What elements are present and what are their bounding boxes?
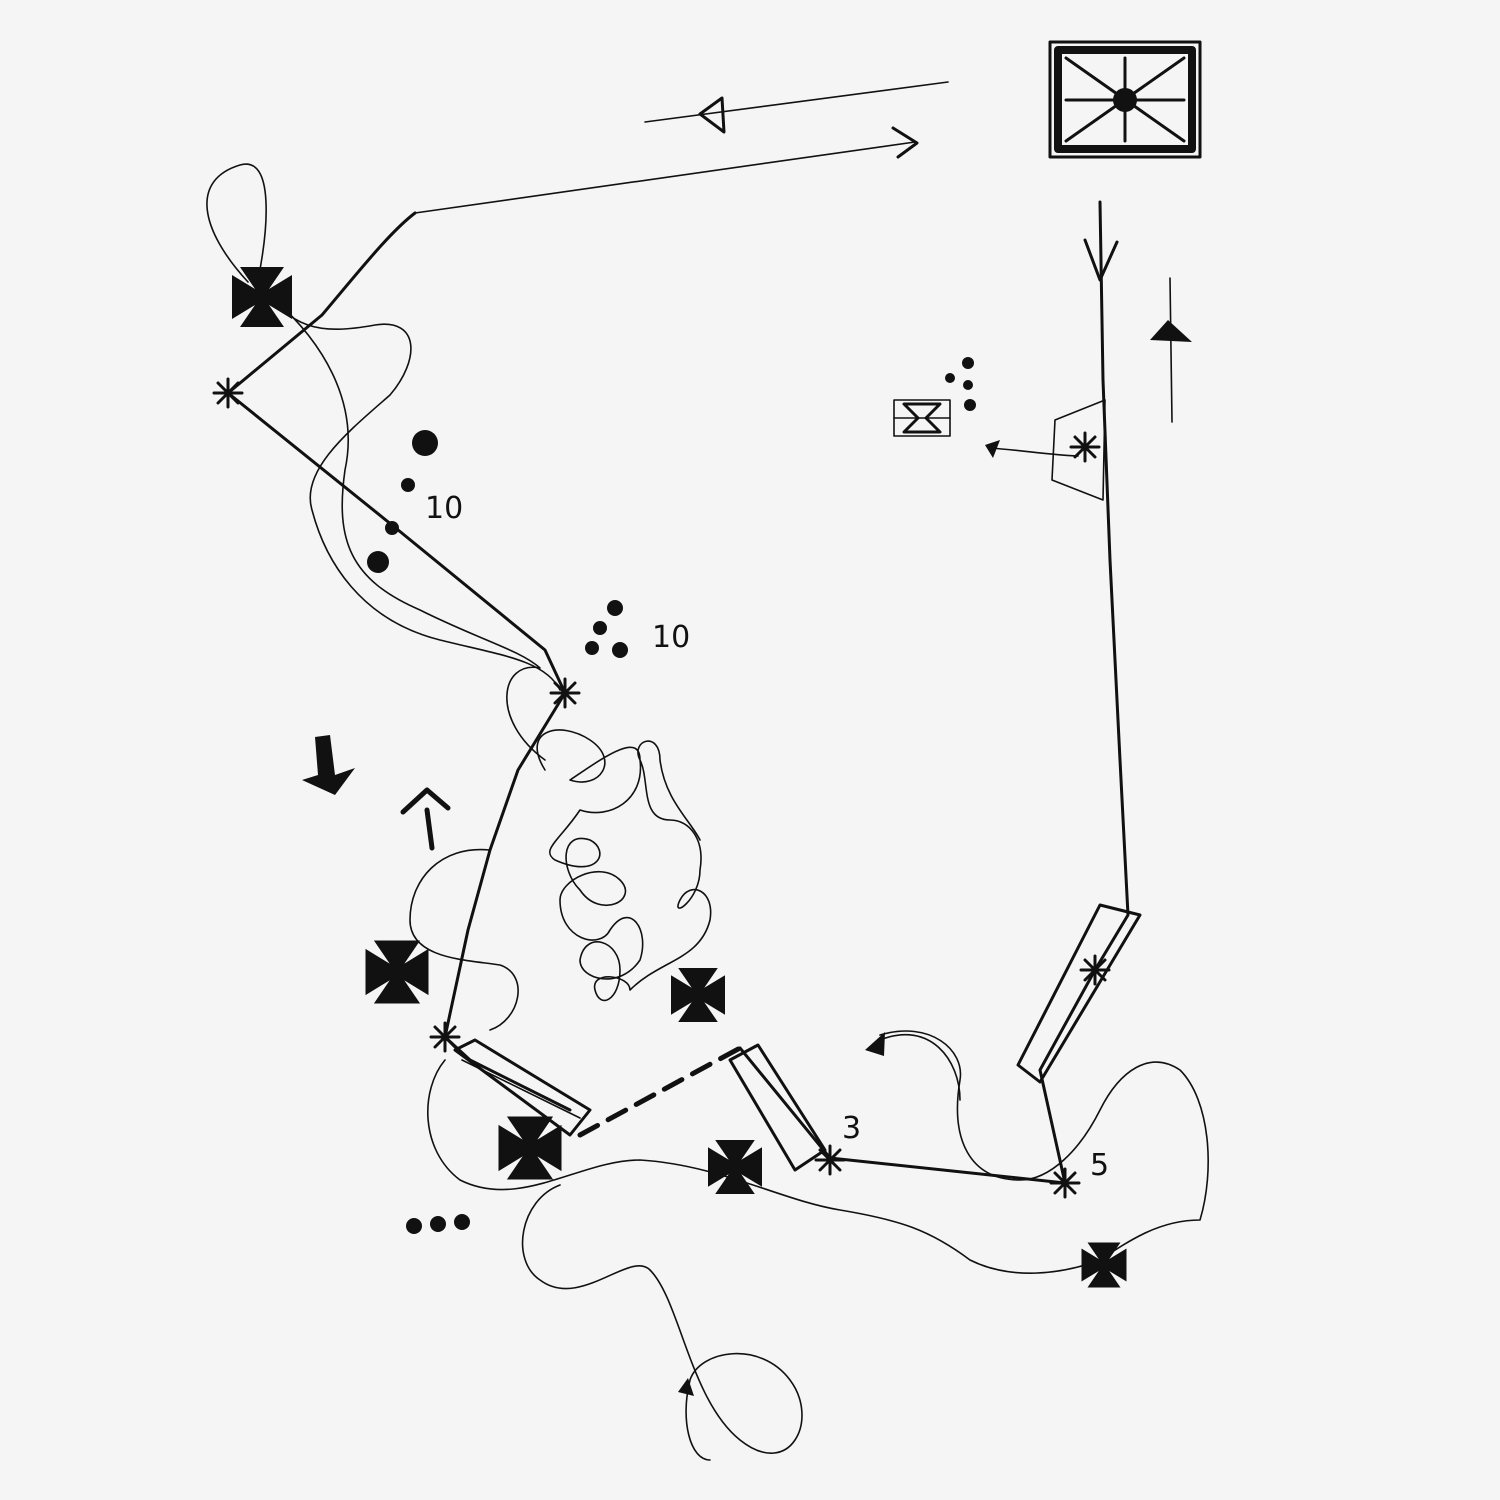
star-icon-1	[212, 377, 244, 409]
dashed-segment	[577, 1045, 743, 1138]
bowtie-marker-right	[1016, 903, 1142, 1084]
outlined-cross-icon	[893, 399, 951, 437]
count-label-middle: 10	[652, 620, 690, 655]
bowtie-marker-left	[453, 1038, 592, 1137]
wander-curve-bottom	[521, 1184, 803, 1461]
star-icon-4	[814, 1144, 846, 1176]
bottom-dots	[406, 1214, 470, 1234]
scribble-cloud-2	[409, 848, 519, 1031]
star-icon-3	[429, 1021, 461, 1053]
down-arrow-right	[1083, 238, 1119, 282]
cross-icon-center	[671, 968, 725, 1022]
upper-dots	[367, 430, 438, 573]
down-right-arrow-left	[302, 735, 355, 795]
right-star-marker	[985, 399, 1106, 501]
vertex-label-five: 5	[1090, 1148, 1109, 1183]
cross-icon-top-left	[232, 267, 292, 327]
right-route-line	[738, 200, 1130, 1185]
bottom-arrowhead	[678, 1378, 694, 1396]
start-box-icon	[1048, 40, 1202, 159]
star-icon-2	[549, 677, 581, 709]
count-label-upper: 10	[425, 491, 463, 526]
wander-curve-upper-2	[274, 299, 546, 761]
bowtie-marker-mid	[728, 1043, 827, 1172]
curved-arrow-lower-right	[865, 1032, 961, 1101]
star-icon-6	[1079, 954, 1111, 986]
middle-dots	[585, 600, 628, 658]
right-dots	[945, 357, 976, 411]
top-right-arrow	[414, 126, 919, 214]
scribble-cloud	[536, 729, 712, 1002]
cross-icon-bottom-left	[498, 1116, 562, 1180]
up-arrow-left	[400, 787, 451, 851]
cross-icon-bottom-right	[1081, 1242, 1127, 1288]
top-left-arrow	[644, 81, 949, 134]
wander-curve-lower	[427, 1030, 1209, 1274]
wander-curve-upper	[206, 163, 561, 691]
star-icon-5	[1049, 1167, 1081, 1199]
vertex-label-three: 3	[842, 1111, 861, 1146]
cross-icon-left-mid	[365, 940, 429, 1004]
up-arrow-far-right	[1150, 277, 1192, 423]
